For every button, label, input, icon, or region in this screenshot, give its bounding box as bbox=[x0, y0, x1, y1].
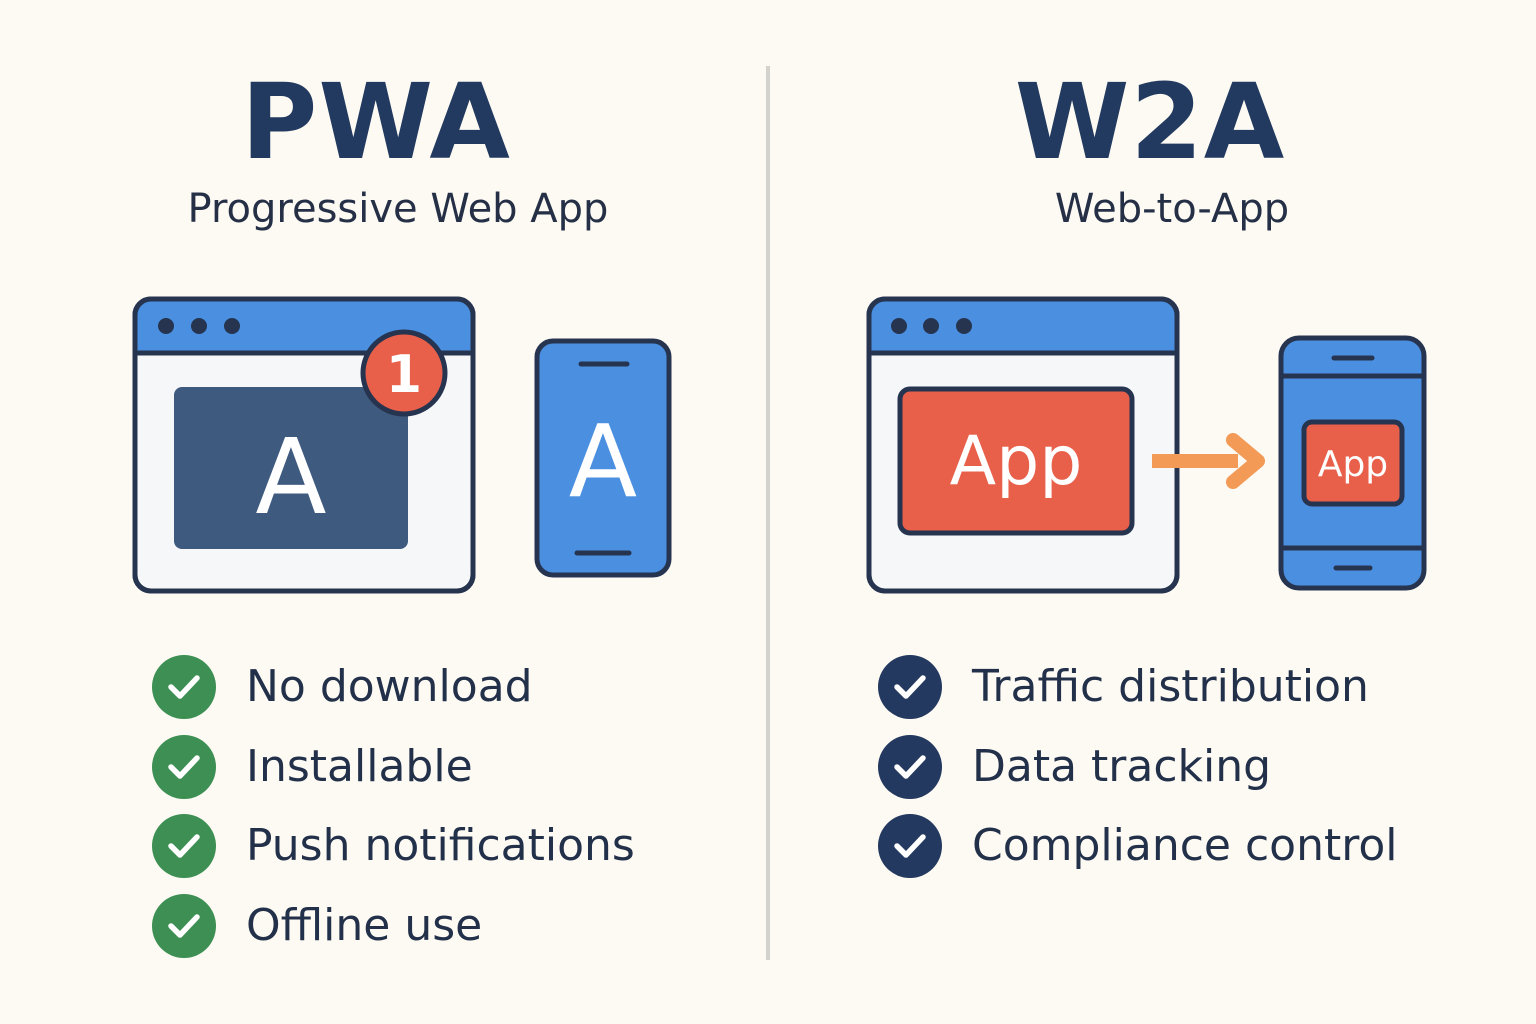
w2a-feature-list: Traffic distribution Data tracking Compl… bbox=[878, 655, 1398, 894]
phone-app-tile bbox=[1301, 419, 1405, 507]
check-icon bbox=[152, 893, 216, 958]
window-dot-icon bbox=[891, 318, 907, 334]
phone-app-letter: A bbox=[569, 403, 637, 520]
phone-icon: App bbox=[1278, 335, 1427, 591]
app-banner bbox=[897, 386, 1135, 536]
feature-label: Installable bbox=[246, 740, 473, 792]
check-icon bbox=[878, 734, 942, 799]
feature-label: No download bbox=[246, 661, 533, 712]
feature-label: Compliance control bbox=[972, 820, 1398, 871]
check-icon bbox=[878, 814, 942, 878]
feature-label: Offline use bbox=[246, 899, 483, 951]
app-letter: A bbox=[255, 416, 326, 538]
feature-item: Traffic distribution bbox=[878, 655, 1398, 719]
window-dot-icon bbox=[158, 318, 174, 334]
feature-item: Installable bbox=[152, 734, 635, 799]
window-dot-icon bbox=[956, 318, 972, 334]
feature-label: Data tracking bbox=[972, 740, 1272, 792]
feature-item: Offline use bbox=[152, 893, 635, 958]
feature-item: Push notifications bbox=[152, 814, 635, 878]
check-icon bbox=[152, 655, 216, 719]
pwa-subtitle: Progressive Web App bbox=[187, 186, 609, 232]
feature-label: Push notifications bbox=[246, 820, 635, 871]
pwa-panel: PWA Progressive Web App A 1 A bbox=[132, 61, 672, 973]
feature-label: Traffic distribution bbox=[972, 661, 1369, 712]
badge-count: 1 bbox=[386, 345, 422, 405]
w2a-panel: W2A Web-to-App App App bbox=[768, 0, 1536, 1024]
feature-item: Compliance control bbox=[878, 814, 1398, 878]
pwa-title: PWA bbox=[241, 61, 511, 183]
notification-badge: 1 bbox=[360, 329, 448, 417]
app-tile bbox=[174, 387, 408, 549]
browser-window-icon: App bbox=[866, 296, 1180, 594]
pwa-feature-list: No download Installable Push notificatio… bbox=[152, 655, 635, 973]
phone-app-label: App bbox=[1318, 444, 1388, 485]
check-icon bbox=[878, 655, 942, 719]
w2a-subtitle: Web-to-App bbox=[1054, 186, 1290, 232]
window-dot-icon bbox=[224, 318, 240, 334]
center-divider bbox=[766, 66, 770, 960]
arrow-right-icon bbox=[1152, 433, 1265, 489]
browser-window-icon: A 1 bbox=[132, 296, 476, 594]
pwa-illustration: A 1 A bbox=[132, 296, 672, 594]
check-icon bbox=[152, 734, 216, 799]
w2a-illustration: App App bbox=[866, 296, 1427, 594]
check-icon bbox=[152, 814, 216, 878]
window-dot-icon bbox=[923, 318, 939, 334]
w2a-title: W2A bbox=[1014, 61, 1286, 183]
feature-item: Data tracking bbox=[878, 734, 1398, 799]
phone-icon: A bbox=[534, 338, 672, 578]
app-banner-label: App bbox=[950, 422, 1083, 501]
feature-item: No download bbox=[152, 655, 635, 719]
window-dot-icon bbox=[191, 318, 207, 334]
